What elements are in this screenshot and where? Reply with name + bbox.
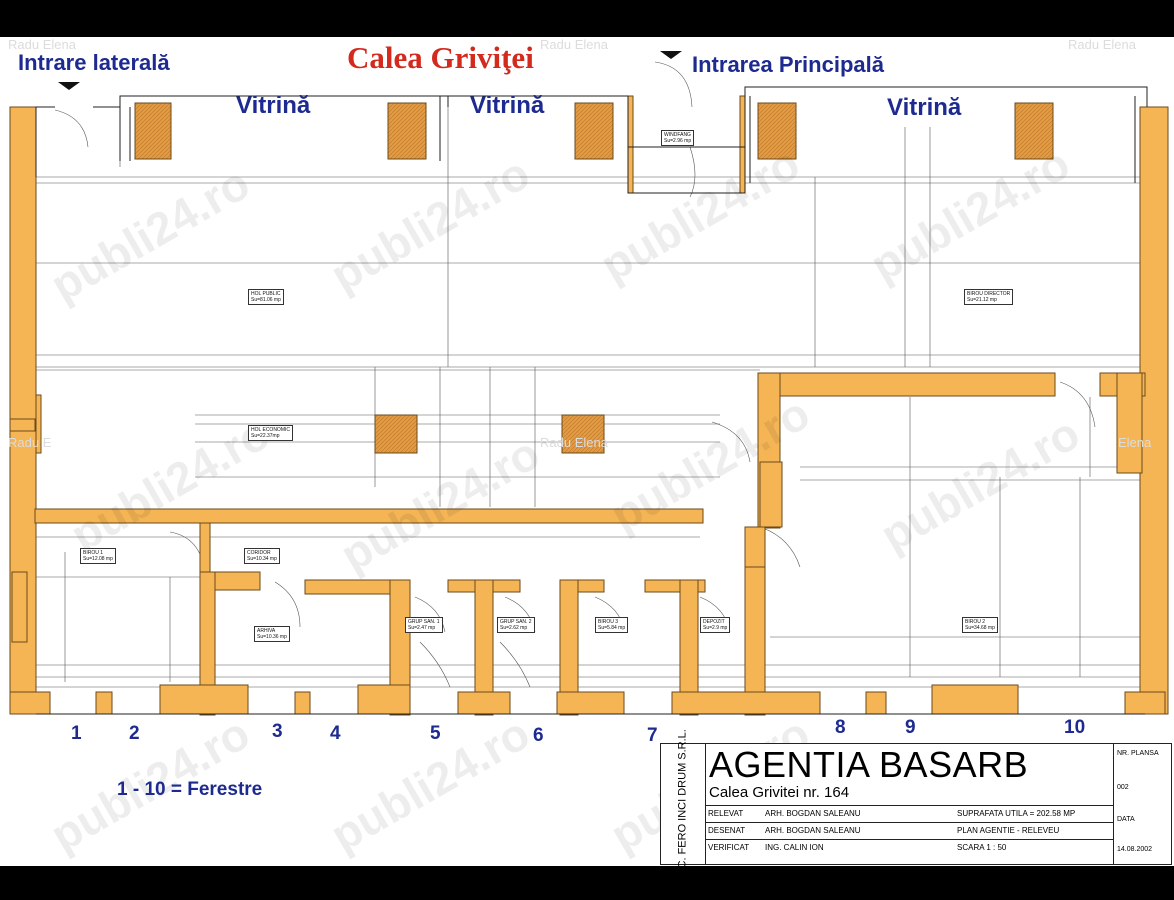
- window-number: 10: [1064, 717, 1086, 738]
- window-number: 4: [330, 723, 341, 744]
- column: [561, 414, 605, 454]
- columns: [134, 102, 1054, 454]
- window-number: 5: [430, 723, 441, 744]
- column: [387, 102, 427, 160]
- column: [134, 102, 172, 160]
- facade-outline: [35, 86, 1148, 715]
- window-number: 9: [905, 717, 916, 738]
- agency-address: Calea Grivitei nr. 164: [709, 784, 850, 801]
- walls: [9, 95, 1169, 716]
- legend-text: 1 - 10 = Ferestre: [117, 779, 263, 800]
- date-value: 14.08.2002: [1117, 846, 1153, 853]
- floor-plan-sheet: publi24.ro publi24.ro publi24.ro publi24…: [0, 37, 1174, 866]
- shop-window-label: Vitrină: [236, 92, 311, 119]
- column: [574, 102, 614, 160]
- window-number: 2: [129, 723, 140, 744]
- title-row-verificat: VERIFICAT ING. CALIN ION SCARA 1 : 50: [705, 839, 1113, 856]
- main-entrance-label: Intrarea Principală: [692, 52, 884, 77]
- dimension-lines: [19, 61, 1145, 688]
- title-row-relevat: RELEVAT ARH. BOGDAN SALEANU SUPRAFATA UT…: [705, 805, 1113, 822]
- floor-plan-drawing: [9, 51, 1169, 716]
- date-label: DATA: [1117, 816, 1135, 823]
- window-number: 7: [647, 725, 658, 746]
- watermark-text: Radu Elena: [1068, 37, 1136, 52]
- window-number: 8: [835, 717, 846, 738]
- sheet-number-value: 002: [1117, 784, 1129, 791]
- title-row-desenat: DESENAT ARH. BOGDAN SALEANU PLAN AGENTIE…: [705, 822, 1113, 839]
- column: [757, 102, 797, 160]
- company-name-vertical: S.C. FERO INCI DRUM S.R.L.: [661, 729, 706, 866]
- title-block-main: AGENTIA BASARB Calea Grivitei nr. 164 RE…: [705, 744, 1113, 864]
- title-block-sheet-info: NR. PLANSA 002 DATA 14.08.2002: [1113, 744, 1172, 864]
- watermark-text: Radu Elena: [540, 37, 608, 52]
- street-name-title: Calea Griviţei: [347, 40, 534, 75]
- window-number: 3: [272, 721, 283, 742]
- side-entrance-label: Intrare laterală: [18, 50, 170, 75]
- window-number: 6: [533, 725, 544, 746]
- column: [374, 414, 418, 454]
- watermark-text: Radu Elena: [8, 37, 76, 52]
- sheet-number-label: NR. PLANSA: [1117, 750, 1159, 757]
- title-block: S.C. FERO INCI DRUM S.R.L. AGENTIA BASAR…: [660, 729, 1172, 866]
- watermark-text: Elena: [1118, 435, 1152, 450]
- agency-name: AGENTIA BASARB: [709, 744, 1029, 785]
- shop-window-label: Vitrină: [470, 92, 545, 119]
- watermark-text: Radu Elena: [540, 435, 608, 450]
- column: [1014, 102, 1054, 160]
- watermark-text: Radu E: [8, 435, 52, 450]
- window-number: 1: [71, 723, 82, 744]
- entrance-markers: [58, 51, 682, 90]
- shop-window-label: Vitrină: [887, 94, 962, 121]
